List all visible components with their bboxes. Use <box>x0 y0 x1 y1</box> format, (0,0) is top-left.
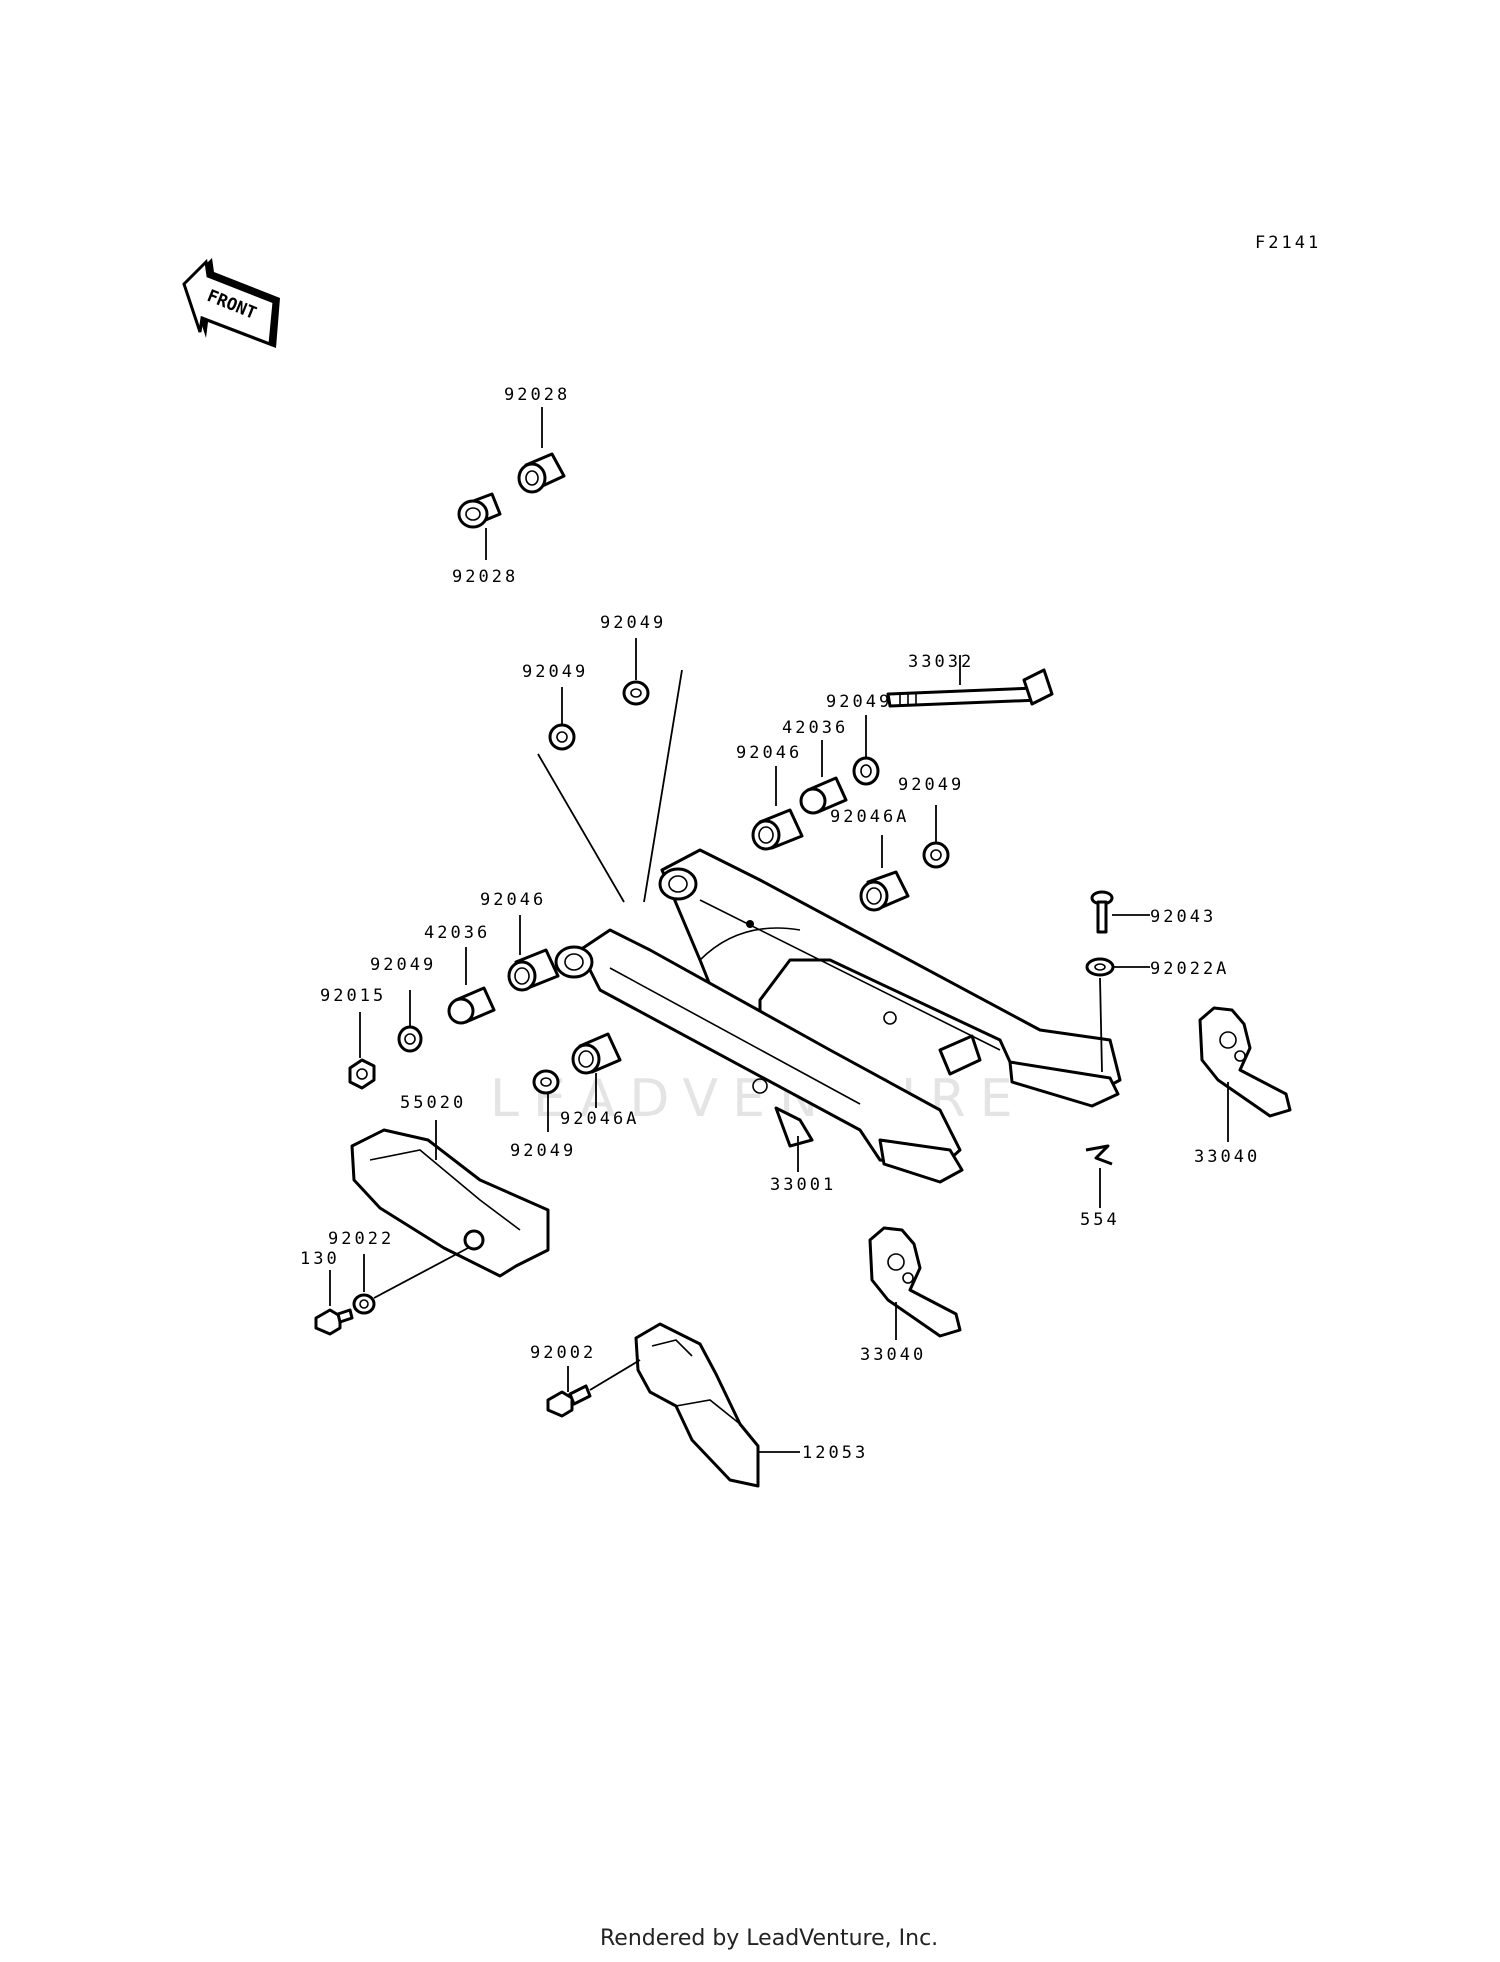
bushing-92028-top <box>517 452 566 494</box>
label-92028-bottom: 92028 <box>452 567 518 587</box>
chain-adjuster-33040-right <box>1198 1006 1292 1118</box>
bolt-92002 <box>546 1384 592 1418</box>
front-arrow-icon: FRONT <box>182 258 280 348</box>
label-42036-left: 42036 <box>424 923 490 943</box>
seal-92049-right <box>852 756 880 786</box>
clip-554 <box>1085 1144 1113 1166</box>
label-92046A-right: 92046A <box>830 807 909 827</box>
label-33040-bottom: 33040 <box>860 1345 926 1365</box>
seal-92049-l2 <box>397 1025 423 1053</box>
label-55020: 55020 <box>400 1093 466 1113</box>
swingarm-33001 <box>554 848 1122 1184</box>
label-92049-l2: 92049 <box>370 955 436 975</box>
label-554: 554 <box>1080 1210 1120 1230</box>
label-92049-r2: 92049 <box>898 775 964 795</box>
credit-text: Rendered by LeadVenture, Inc. <box>600 1926 938 1951</box>
bearing-92046A-left <box>571 1032 622 1075</box>
sleeve-42036-left <box>447 986 496 1025</box>
seal-92049-top <box>622 680 650 706</box>
bearing-92046A-right <box>859 870 910 912</box>
label-92022A: 92022A <box>1150 959 1229 979</box>
label-42036-right: 42036 <box>782 718 848 738</box>
chain-guard-12053 <box>634 1322 760 1488</box>
chain-guide-55020 <box>350 1128 550 1278</box>
label-130: 130 <box>300 1249 340 1269</box>
bolt-130 <box>314 1308 354 1336</box>
bushing-92028-bottom <box>457 492 502 529</box>
label-33001: 33001 <box>770 1175 836 1195</box>
diagram-code: F2141 <box>1255 233 1321 253</box>
seal-92049-bottom <box>532 1069 560 1095</box>
label-33040-right: 33040 <box>1194 1147 1260 1167</box>
label-33032: 33032 <box>908 652 974 672</box>
nut-92015 <box>348 1058 376 1090</box>
label-92028-top: 92028 <box>504 385 570 405</box>
label-92049-bottom: 92049 <box>510 1141 576 1161</box>
label-92015: 92015 <box>320 986 386 1006</box>
pivot-shaft-33032 <box>886 668 1054 708</box>
seal-92049-left <box>548 723 576 751</box>
label-12053: 12053 <box>802 1443 868 1463</box>
label-92046-left: 92046 <box>480 890 546 910</box>
label-92022: 92022 <box>328 1229 394 1249</box>
washer-92022A <box>1085 957 1115 977</box>
sleeve-42036-right <box>799 776 848 815</box>
label-92049-left: 92049 <box>522 662 588 682</box>
bearing-92046-left <box>507 948 560 992</box>
label-92002: 92002 <box>530 1343 596 1363</box>
label-92049-top: 92049 <box>600 613 666 633</box>
label-92046-right: 92046 <box>736 743 802 763</box>
chain-adjuster-33040-bottom <box>868 1226 962 1338</box>
bearing-92046-right <box>751 808 804 851</box>
label-92049-right: 92049 <box>826 692 892 712</box>
label-92046A-left: 92046A <box>560 1109 639 1129</box>
label-92043: 92043 <box>1150 907 1216 927</box>
washer-92022 <box>352 1293 376 1315</box>
seal-92049-r2 <box>922 841 950 869</box>
bolt-92043 <box>1090 890 1114 934</box>
